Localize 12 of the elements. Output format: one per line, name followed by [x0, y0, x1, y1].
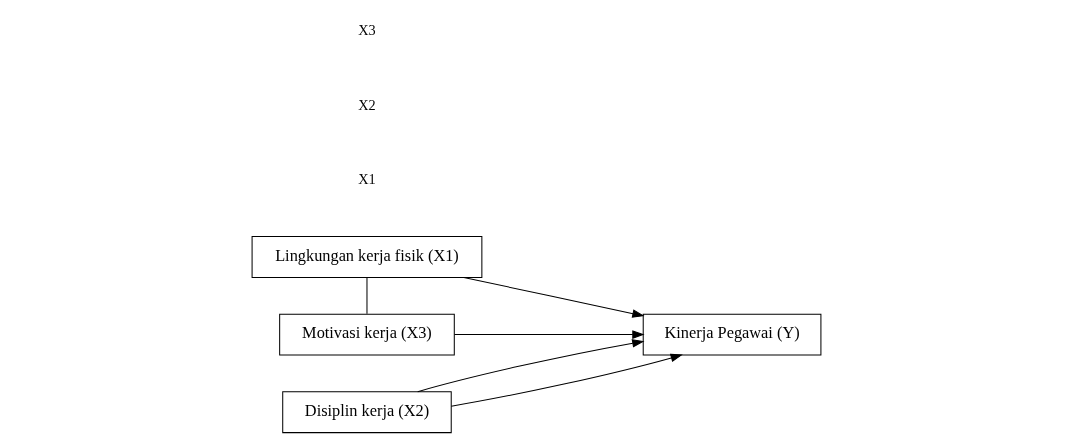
node-box: Lingkungan kerja fisik (X1) [251, 236, 482, 278]
node-box: Kinerja Pegawai (Y) [642, 313, 821, 356]
label: X1 [357, 171, 376, 188]
arrow [462, 276, 645, 318]
arrow [450, 353, 683, 407]
connector [365, 277, 367, 315]
node-box: Motivasi kerja (X3) [278, 313, 455, 356]
node-box: Disiplin kerja (X2) [281, 391, 452, 434]
label: X2 [357, 96, 376, 113]
arrow [416, 339, 644, 393]
arrow [453, 330, 645, 339]
label: X3 [357, 22, 376, 39]
